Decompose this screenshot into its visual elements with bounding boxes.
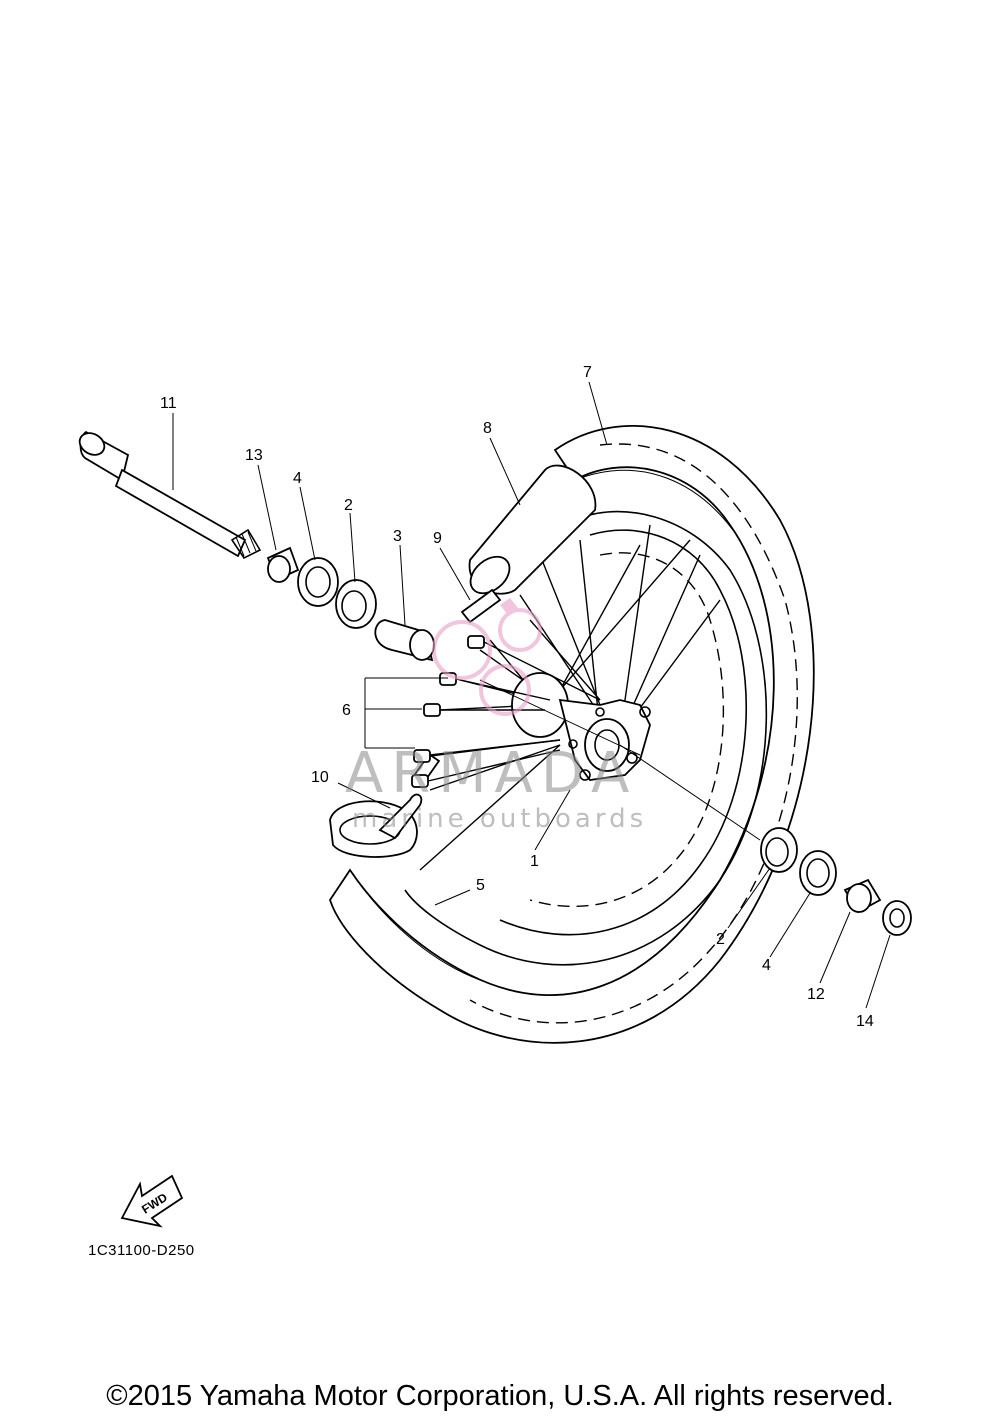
leader-lines [172, 381, 891, 1009]
hub [511, 672, 761, 841]
drawing-code: 1C31100-D250 [88, 1242, 195, 1259]
watermark-tagline: marine outboards [352, 804, 647, 834]
tire [329, 425, 815, 1044]
watermark-logo [432, 598, 542, 716]
callout-8: 8 [483, 420, 492, 437]
bearing-2-right [760, 827, 798, 873]
callout-5: 5 [476, 877, 485, 894]
callout-10: 10 [311, 769, 329, 786]
callout-9: 9 [433, 530, 442, 547]
copyright-notice: ©2015 Yamaha Motor Corporation, U.S.A. A… [106, 1380, 894, 1412]
callout-14: 14 [856, 1013, 874, 1030]
bearing-2-left [335, 579, 377, 629]
watermark-brand: ARMADA [345, 741, 637, 806]
oil-seal-4-left [297, 557, 339, 607]
axle-centerline [479, 679, 641, 756]
callout-2-right: 2 [716, 931, 725, 948]
callout-11: 11 [160, 395, 177, 412]
callout-4-left: 4 [293, 470, 302, 487]
fwd-arrow: FWD [120, 1174, 184, 1228]
rim [404, 510, 768, 966]
callout-numbers: 11 13 4 2 3 9 8 7 6 10 1 5 2 4 12 14 [160, 364, 874, 1030]
tube [329, 752, 441, 858]
spacer-3 [374, 619, 435, 662]
callout-3: 3 [393, 528, 402, 545]
spoke-nipple [460, 588, 502, 624]
callout-7: 7 [583, 364, 592, 381]
callout-6: 6 [342, 702, 351, 719]
collar-13 [266, 546, 300, 583]
callout-12: 12 [807, 986, 825, 1003]
nut-14 [882, 900, 912, 936]
collar-12 [843, 878, 882, 914]
axle [78, 430, 262, 560]
callout-13: 13 [245, 447, 263, 464]
spoke-set-parts [411, 635, 601, 788]
rim-band [468, 464, 597, 595]
oil-seal-4-right [799, 850, 837, 896]
watermark: ARMADA marine outboards [345, 598, 647, 834]
callout-2-left: 2 [344, 497, 353, 514]
callout-1: 1 [530, 853, 539, 870]
callout-4-right: 4 [762, 957, 771, 974]
